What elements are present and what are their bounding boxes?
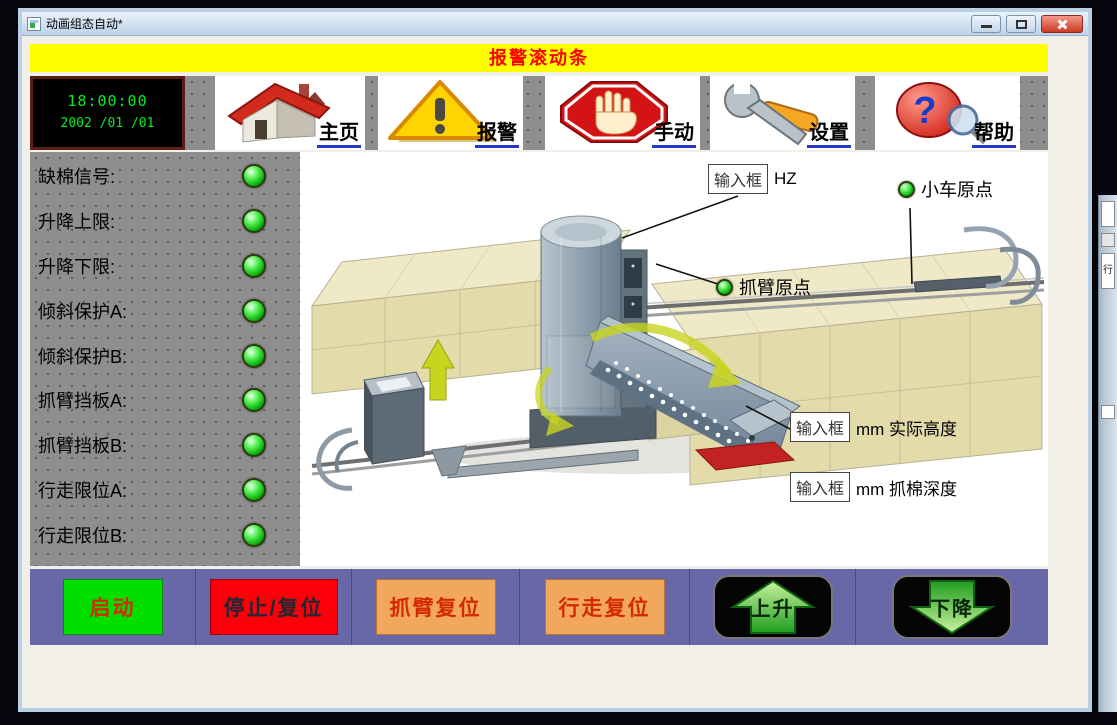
nav-settings[interactable]: 设置 bbox=[710, 76, 855, 150]
help-icon: ? bbox=[896, 82, 988, 145]
status-label: 倾斜保护A: bbox=[38, 301, 128, 322]
window-title: 动画组态自动* bbox=[46, 17, 123, 31]
arm-origin-annotation: 抓臂原点 bbox=[716, 274, 811, 300]
status-led bbox=[242, 164, 266, 189]
frequency-input[interactable]: 输入框 bbox=[708, 164, 769, 194]
status-panel: 缺棉信号: 升降上限: 升降下限: 倾斜保护A: 倾斜保护B: 抓臂挡板A: 抓… bbox=[30, 152, 300, 566]
wrench-icon bbox=[724, 80, 819, 146]
travel-reset-button[interactable]: 行走复位 bbox=[544, 579, 665, 635]
depth-annotation: 输入框 mm 抓棉深度 bbox=[790, 472, 957, 502]
status-row: 行走限位A: bbox=[30, 468, 300, 513]
status-led bbox=[242, 388, 266, 413]
status-row: 缺棉信号: bbox=[30, 154, 300, 199]
background-window-edge: 行 bbox=[1098, 195, 1117, 712]
cart-origin-annotation: 小车原点 bbox=[898, 176, 993, 202]
depth-input[interactable]: 输入框 bbox=[790, 472, 851, 502]
height-annotation: 输入框 mm 实际高度 bbox=[790, 412, 957, 442]
up-button-label: 上升 bbox=[750, 598, 795, 621]
clock-time: 18:00:00 bbox=[67, 92, 148, 110]
status-led bbox=[242, 253, 266, 278]
home-icon bbox=[227, 82, 331, 143]
window-controls bbox=[971, 14, 1083, 33]
status-led bbox=[242, 522, 266, 547]
background-window-label[interactable]: 行 bbox=[1101, 253, 1115, 289]
arm-reset-button[interactable]: 抓臂复位 bbox=[375, 579, 496, 635]
status-row: 升降上限: bbox=[30, 199, 300, 244]
main-content: 缺棉信号: 升降上限: 升降下限: 倾斜保护A: 倾斜保护B: 抓臂挡板A: 抓… bbox=[30, 152, 1048, 566]
status-led bbox=[242, 209, 266, 234]
down-button[interactable]: 下降 bbox=[892, 575, 1012, 639]
nav-alarm[interactable]: 报警 bbox=[378, 76, 523, 150]
machine-illustration bbox=[310, 195, 1045, 491]
arm-origin-led bbox=[716, 278, 733, 296]
height-unit-label: mm 实际高度 bbox=[856, 419, 958, 439]
status-led bbox=[242, 298, 266, 323]
frequency-annotation: 输入框 HZ bbox=[708, 164, 797, 194]
status-label: 升降上限: bbox=[38, 212, 116, 233]
background-window-button[interactable] bbox=[1101, 233, 1115, 247]
status-label: 抓臂挡板B: bbox=[38, 436, 128, 457]
status-led bbox=[242, 343, 266, 368]
down-button-label: 下降 bbox=[930, 598, 974, 621]
maximize-button[interactable] bbox=[1006, 14, 1036, 33]
hand-stop-icon bbox=[560, 81, 668, 143]
minimize-button[interactable] bbox=[971, 14, 1001, 33]
app-window: 动画组态自动* 报警滚动条 18:00:00 2002 /01 /01 bbox=[18, 8, 1092, 712]
height-input[interactable]: 输入框 bbox=[790, 412, 851, 442]
nav-help-label: 帮助 bbox=[972, 122, 1016, 148]
svg-text:?: ? bbox=[913, 90, 936, 132]
control-bar: 启动 停止/复位 抓臂复位 行走复位 上升 bbox=[30, 569, 1048, 645]
alarm-banner: 报警滚动条 bbox=[30, 44, 1048, 72]
background-window-button[interactable] bbox=[1101, 201, 1115, 227]
status-label: 行走限位A: bbox=[38, 480, 128, 501]
nav-manual-label: 手动 bbox=[652, 122, 696, 148]
client-area: 报警滚动条 18:00:00 2002 /01 /01 主页 bbox=[22, 36, 1088, 708]
background-window-button[interactable] bbox=[1101, 405, 1115, 419]
stop-reset-button[interactable]: 停止/复位 bbox=[209, 579, 338, 635]
clock-display: 18:00:00 2002 /01 /01 bbox=[30, 76, 185, 150]
status-row: 倾斜保护A: bbox=[30, 288, 300, 333]
frequency-unit-label: HZ bbox=[774, 169, 797, 188]
arrow-down-icon bbox=[908, 580, 996, 635]
status-label: 倾斜保护B: bbox=[38, 346, 128, 367]
app-icon bbox=[27, 16, 41, 31]
status-label: 抓臂挡板A: bbox=[38, 391, 128, 412]
status-row: 抓臂挡板B: bbox=[30, 423, 300, 468]
status-led bbox=[242, 433, 266, 458]
up-button[interactable]: 上升 bbox=[712, 575, 833, 639]
arrow-up-icon bbox=[729, 579, 816, 634]
status-label: 行走限位B: bbox=[38, 525, 128, 546]
cart-origin-label: 小车原点 bbox=[921, 180, 993, 200]
cart-origin-led bbox=[898, 180, 915, 198]
nav-alarm-label: 报警 bbox=[475, 122, 519, 148]
status-row: 倾斜保护B: bbox=[30, 333, 300, 378]
start-button[interactable]: 启动 bbox=[62, 579, 163, 635]
arm-origin-label: 抓臂原点 bbox=[739, 278, 811, 298]
alarm-icon bbox=[388, 80, 498, 142]
status-row: 行走限位B: bbox=[30, 512, 300, 557]
depth-unit-label: mm 抓棉深度 bbox=[856, 479, 958, 499]
status-label: 缺棉信号: bbox=[38, 167, 116, 188]
close-button[interactable] bbox=[1041, 14, 1083, 33]
clock-date: 2002 /01 /01 bbox=[60, 116, 155, 131]
titlebar[interactable]: 动画组态自动* bbox=[22, 12, 1088, 36]
nav-home[interactable]: 主页 bbox=[215, 76, 365, 150]
status-row: 升降下限: bbox=[30, 244, 300, 289]
nav-settings-label: 设置 bbox=[807, 122, 851, 148]
toolbar: 18:00:00 2002 /01 /01 主页 bbox=[30, 76, 1048, 150]
machine-diagram: 输入框 HZ 小车原点 抓臂原点 输入框 mm 实际高度 输入框 mm bbox=[300, 152, 1048, 566]
nav-help[interactable]: ? 帮助 bbox=[875, 76, 1020, 150]
status-row: 抓臂挡板A: bbox=[30, 378, 300, 423]
status-led bbox=[242, 477, 266, 502]
nav-home-label: 主页 bbox=[317, 122, 361, 148]
nav-manual[interactable]: 手动 bbox=[545, 76, 700, 150]
status-label: 升降下限: bbox=[38, 256, 116, 277]
